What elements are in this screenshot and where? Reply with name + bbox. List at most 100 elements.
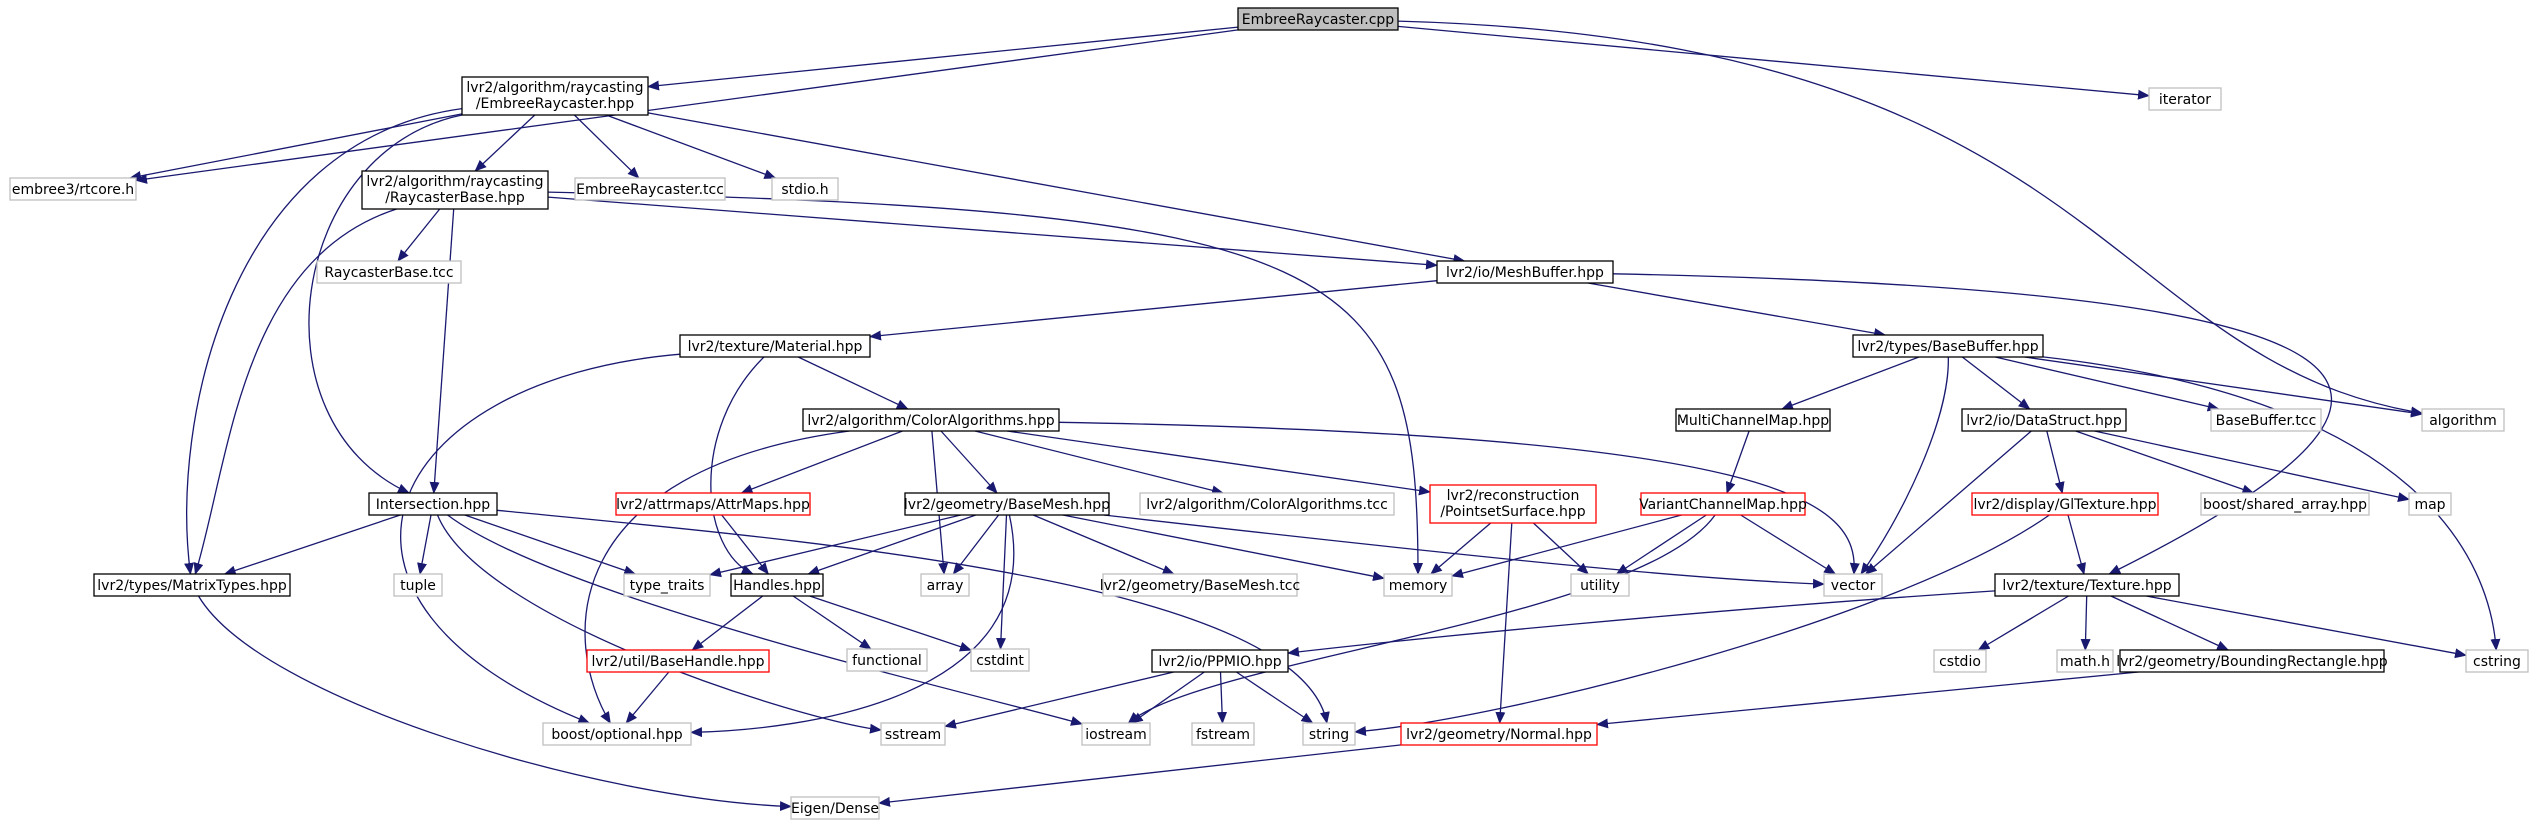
node-box[interactable] — [1436, 260, 1614, 284]
node-intersection-hpp[interactable]: Intersection.hpp — [368, 492, 498, 516]
node-color-algorithms-tcc[interactable]: lvr2/algorithm/ColorAlgorithms.tcc — [1139, 492, 1395, 516]
node-box[interactable] — [1237, 7, 1399, 31]
node-box[interactable] — [1081, 722, 1151, 746]
node-string[interactable]: string — [1302, 722, 1356, 746]
node-box[interactable] — [679, 334, 871, 358]
node-map[interactable]: map — [2408, 492, 2452, 516]
node-box[interactable] — [361, 170, 549, 210]
node-box[interactable] — [2465, 649, 2529, 673]
node-ppmio-hpp[interactable]: lvr2/io/PPMIO.hpp — [1151, 649, 1289, 673]
node-box[interactable] — [970, 648, 1030, 672]
node-embree-raycaster-tcc[interactable]: EmbreeRaycaster.tcc — [574, 177, 726, 201]
node-matrix-types-hpp[interactable]: lvr2/types/MatrixTypes.hpp — [93, 573, 291, 597]
node-iostream[interactable]: iostream — [1081, 722, 1151, 746]
node-boost-shared-array-hpp[interactable]: boost/shared_array.hpp — [2200, 492, 2370, 516]
node-embree-raycaster-hpp[interactable]: lvr2/algorithm/raycasting/EmbreeRaycaste… — [461, 76, 649, 116]
node-box[interactable] — [1852, 334, 2044, 358]
node-box[interactable] — [1383, 573, 1453, 597]
node-box[interactable] — [790, 796, 880, 820]
node-stdio-h[interactable]: stdio.h — [771, 177, 839, 201]
node-box[interactable] — [542, 722, 692, 746]
node-data-struct-hpp[interactable]: lvr2/io/DataStruct.hpp — [1961, 408, 2127, 432]
node-eigen-dense[interactable]: Eigen/Dense — [790, 796, 880, 820]
node-box[interactable] — [1139, 492, 1395, 516]
node-box[interactable] — [2056, 649, 2114, 673]
node-box[interactable] — [623, 573, 711, 597]
node-rtcore-h[interactable]: embree3/rtcore.h — [9, 177, 137, 201]
node-base-buffer-tcc[interactable]: BaseBuffer.tcc — [2210, 408, 2322, 432]
node-normal-hpp[interactable]: lvr2/geometry/Normal.hpp — [1400, 722, 1598, 746]
node-box[interactable] — [1102, 573, 1298, 597]
node-base-buffer-hpp[interactable]: lvr2/types/BaseBuffer.hpp — [1852, 334, 2044, 358]
node-box[interactable] — [1971, 492, 2159, 516]
node-box[interactable] — [1151, 649, 1289, 673]
node-box[interactable] — [368, 492, 498, 516]
node-pointset-surface-hpp[interactable]: lvr2/reconstruction/PointsetSurface.hpp — [1429, 484, 1597, 524]
node-math-h[interactable]: math.h — [2056, 649, 2114, 673]
node-box[interactable] — [316, 260, 462, 284]
node-box[interactable] — [393, 573, 443, 597]
node-box[interactable] — [2148, 87, 2222, 111]
node-box[interactable] — [771, 177, 839, 201]
node-box[interactable] — [615, 492, 811, 516]
node-box[interactable] — [586, 649, 770, 673]
node-box[interactable] — [920, 573, 970, 597]
node-gl-texture-hpp[interactable]: lvr2/display/GlTexture.hpp — [1971, 492, 2159, 516]
node-box[interactable] — [2408, 492, 2452, 516]
node-box[interactable] — [1933, 649, 1987, 673]
node-functional[interactable]: functional — [846, 648, 928, 672]
node-texture-hpp[interactable]: lvr2/texture/Texture.hpp — [1994, 573, 2180, 597]
node-embree-raycaster-cpp[interactable]: EmbreeRaycaster.cpp — [1237, 7, 1399, 31]
node-fstream[interactable]: fstream — [1191, 722, 1255, 746]
node-box[interactable] — [846, 648, 928, 672]
node-box[interactable] — [802, 408, 1060, 432]
node-box[interactable] — [904, 492, 1110, 516]
node-handles-hpp[interactable]: Handles.hpp — [730, 573, 824, 597]
node-box[interactable] — [2119, 649, 2385, 673]
node-mesh-buffer-hpp[interactable]: lvr2/io/MeshBuffer.hpp — [1436, 260, 1614, 284]
node-raycaster-base-hpp[interactable]: lvr2/algorithm/raycasting/RaycasterBase.… — [361, 170, 549, 210]
node-boost-optional-hpp[interactable]: boost/optional.hpp — [542, 722, 692, 746]
node-base-mesh-tcc[interactable]: lvr2/geometry/BaseMesh.tcc — [1100, 573, 1300, 597]
node-box[interactable] — [730, 573, 824, 597]
node-utility[interactable]: utility — [1570, 573, 1630, 597]
node-box[interactable] — [1570, 573, 1630, 597]
node-iterator[interactable]: iterator — [2148, 87, 2222, 111]
node-box[interactable] — [1302, 722, 1356, 746]
node-box[interactable] — [2210, 408, 2322, 432]
node-raycaster-base-tcc[interactable]: RaycasterBase.tcc — [316, 260, 462, 284]
node-color-algorithms-hpp[interactable]: lvr2/algorithm/ColorAlgorithms.hpp — [802, 408, 1060, 432]
node-array[interactable]: array — [920, 573, 970, 597]
node-box[interactable] — [2200, 492, 2370, 516]
node-algorithm[interactable]: algorithm — [2421, 408, 2505, 432]
node-box[interactable] — [1823, 573, 1883, 597]
node-box[interactable] — [9, 177, 137, 201]
node-vector[interactable]: vector — [1823, 573, 1883, 597]
node-box[interactable] — [1675, 408, 1831, 432]
node-tuple[interactable]: tuple — [393, 573, 443, 597]
node-box[interactable] — [1994, 573, 2180, 597]
node-base-mesh-hpp[interactable]: lvr2/geometry/BaseMesh.hpp — [904, 492, 1110, 516]
node-attr-maps-hpp[interactable]: lvr2/attrmaps/AttrMaps.hpp — [615, 492, 811, 516]
node-box[interactable] — [2421, 408, 2505, 432]
node-multi-channel-map-hpp[interactable]: MultiChannelMap.hpp — [1675, 408, 1831, 432]
node-base-handle-hpp[interactable]: lvr2/util/BaseHandle.hpp — [586, 649, 770, 673]
node-bounding-rectangle-hpp[interactable]: lvr2/geometry/BoundingRectangle.hpp — [2116, 649, 2388, 673]
node-box[interactable] — [574, 177, 726, 201]
node-type-traits[interactable]: type_traits — [623, 573, 711, 597]
node-box[interactable] — [1640, 492, 1806, 516]
node-box[interactable] — [461, 76, 649, 116]
node-material-hpp[interactable]: lvr2/texture/Material.hpp — [679, 334, 871, 358]
node-cstdio[interactable]: cstdio — [1933, 649, 1987, 673]
node-variant-channel-map-hpp[interactable]: VariantChannelMap.hpp — [1639, 492, 1807, 516]
node-memory[interactable]: memory — [1383, 573, 1453, 597]
node-box[interactable] — [1429, 484, 1597, 524]
node-sstream[interactable]: sstream — [880, 722, 946, 746]
node-box[interactable] — [1961, 408, 2127, 432]
node-box[interactable] — [93, 573, 291, 597]
node-box[interactable] — [880, 722, 946, 746]
node-cstdint[interactable]: cstdint — [970, 648, 1030, 672]
node-box[interactable] — [1191, 722, 1255, 746]
node-box[interactable] — [1400, 722, 1598, 746]
node-cstring[interactable]: cstring — [2465, 649, 2529, 673]
